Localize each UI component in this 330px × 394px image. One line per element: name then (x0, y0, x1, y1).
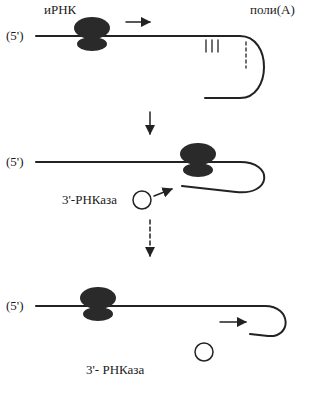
direction-arrow (220, 321, 246, 323)
direction-arrow (126, 21, 150, 23)
direction-arrow (154, 189, 172, 196)
rnase-circle (133, 191, 151, 209)
text-label: иРНК (44, 2, 76, 18)
ribosome (80, 287, 116, 321)
rnase-circle (195, 343, 213, 361)
text-label: (5') (6, 154, 24, 170)
text-label: (5') (6, 298, 24, 314)
mrna-strand (36, 36, 264, 98)
mrna-strand (36, 306, 286, 336)
mrna-strand (36, 162, 264, 192)
text-label: (5') (6, 28, 24, 44)
step-arrow (149, 220, 151, 256)
step-arrow (149, 112, 151, 134)
base-pair-ticks (206, 40, 218, 52)
text-label: 3'-РНКаза (62, 192, 117, 208)
text-label: 3'- РНКаза (86, 362, 144, 378)
text-label: поли(А) (250, 2, 295, 18)
ribosome (74, 17, 110, 51)
ribosome (180, 143, 216, 177)
cleavage-mark (245, 42, 246, 68)
